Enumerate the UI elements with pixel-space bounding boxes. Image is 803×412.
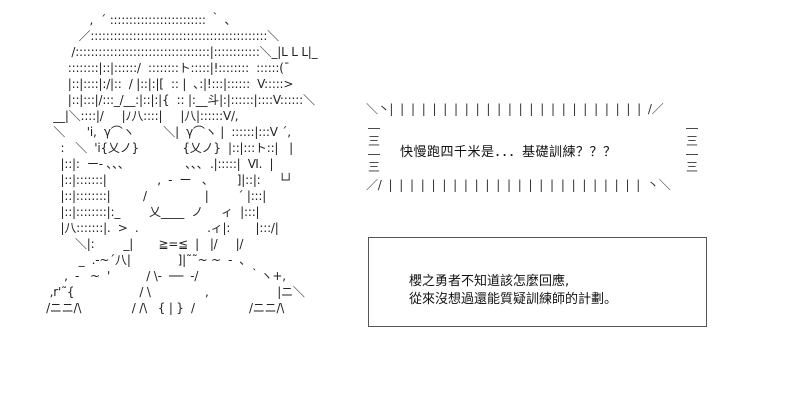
shout-bottom-rule: ／/ | | | | | | | | | | | | | | | | | | |… — [366, 178, 671, 192]
ascii-art-character: , ´ ::::::::::::::::::::::::: ｀ ､ ／:::::… — [46, 13, 318, 315]
narration-box: 櫻之勇者不知道該怎麼回應, 從來沒想過還能質疑訓練師的計劃。 — [368, 237, 707, 327]
narration-line-1: 櫻之勇者不知道該怎麼回應, — [409, 274, 570, 289]
shout-right-marks: ― 三 ― 三 — [685, 121, 698, 174]
shout-text: 快慢跑四千米是．．．基礎訓練？？？ — [400, 145, 617, 160]
shout-top-rule: ＼丶| | | | | | | | | | | | | | | | | | | … — [366, 102, 664, 116]
narration-line-2: 從來沒想過還能質疑訓練師的計劃。 — [409, 292, 618, 307]
shout-speech-bubble: ＼丶| | | | | | | | | | | | | | | | | | | … — [366, 102, 702, 194]
shout-left-marks: ― 三 ― 三 — [368, 121, 381, 174]
